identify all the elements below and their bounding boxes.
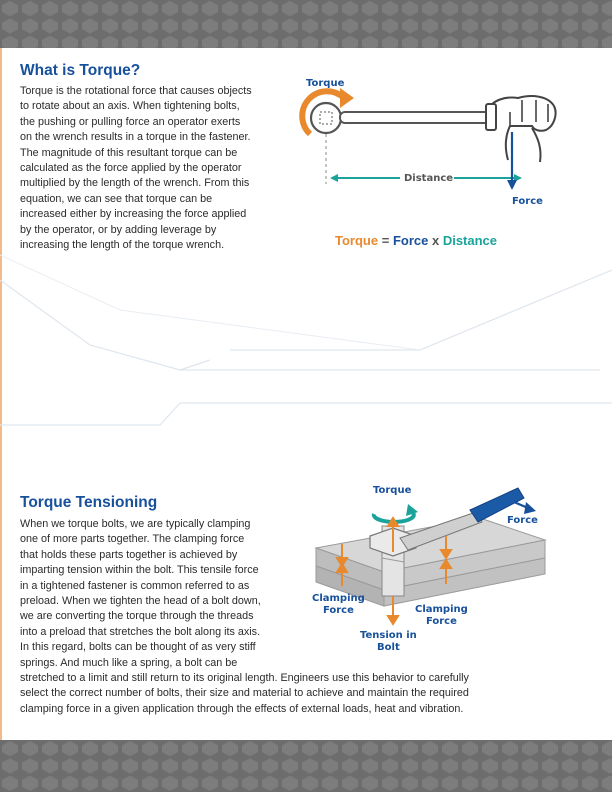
label-line: Force (425, 616, 457, 627)
clamping-left-arrows (335, 544, 349, 586)
tension-down-arrow (386, 596, 400, 626)
paragraph-line: one of more parts together. The clamping… (20, 533, 245, 546)
paragraph-line: The magnitude of this resultant torque c… (20, 146, 238, 159)
formula-equals: = (381, 233, 390, 248)
label-line: Tension in (360, 630, 417, 641)
label-line: Bolt (377, 642, 400, 653)
hand-icon (485, 95, 557, 163)
paragraph-line: we are converting the torque through the… (20, 610, 254, 623)
paragraph-line: preload. When we tighten the head of a b… (20, 595, 261, 608)
footer-hex-band (0, 740, 612, 792)
formula-torque: Torque (335, 233, 379, 248)
section-title-torque-tensioning: Torque Tensioning (20, 494, 158, 511)
paragraph-line: equation, we can see that torque can be (20, 192, 213, 205)
formula-times: x (431, 233, 440, 248)
label-line: Clamping (415, 604, 468, 615)
section-title-what-is-torque: What is Torque? (20, 62, 141, 79)
paragraph-line: select the correct number of bolts, thei… (20, 687, 469, 700)
rotation-arrow-icon (371, 504, 418, 524)
paragraph-line: multiplied by the length of the wrench. … (20, 177, 250, 190)
distance-label: Distance (404, 173, 454, 184)
paragraph-line: in a tightened fastener is common referr… (20, 579, 250, 592)
paragraph-line: the pushing or pulling force an operator… (20, 115, 241, 128)
torque-formula: Torque = Force x Distance (335, 233, 497, 248)
paragraph-line: clamping force in a given application th… (20, 702, 464, 715)
paragraph-line: imparting tension within the bolt. This … (20, 564, 259, 577)
clamping-right-arrows (439, 536, 453, 584)
paragraph-line: When we torque bolts, we are typically c… (20, 518, 251, 530)
wrench-icon (309, 101, 491, 135)
paragraph-line: In this regard, bolts can be thought of … (20, 641, 256, 654)
wrench-icon (399, 487, 525, 551)
paragraph-line: Torque is the rotational force that caus… (20, 85, 252, 97)
paragraph-line: on the wrench results in a torque in the… (20, 131, 251, 144)
section2-paragraph: When we torque bolts, we are typically c… (20, 517, 469, 717)
force-arrow (507, 132, 517, 190)
label-line: Force (322, 605, 354, 616)
torque-wrench-diagram (299, 88, 557, 190)
paragraph-line: calculated as the force applied by the o… (20, 162, 242, 175)
torque-up-arrow (386, 516, 400, 552)
plate-icon (314, 517, 547, 607)
left-accent-rule (0, 48, 2, 740)
torque-label-2: Torque (373, 485, 412, 496)
distance-arrow (330, 171, 522, 185)
paragraph-line: into a preload that stretches the bolt a… (20, 625, 261, 638)
torque-label: Torque (306, 78, 345, 89)
rotation-arrow-icon (299, 88, 354, 137)
tension-in-bolt-label: Tension in Bolt (360, 630, 417, 654)
bolt-tensioning-diagram (314, 487, 547, 626)
clamping-force-left-label: Clamping Force (312, 593, 365, 617)
paragraph-line: that holds these parts together is achie… (20, 548, 238, 561)
paragraph-line: to rotate about an axis. When tightening… (20, 100, 240, 113)
paragraph-line: by the operator, or by adding leverage b… (20, 223, 217, 236)
force-arrow (513, 500, 536, 514)
header-hex-band (0, 0, 612, 48)
force-label: Force (512, 196, 543, 207)
section1-paragraph: Torque is the rotational force that caus… (20, 84, 252, 253)
formula-force: Force (392, 233, 429, 248)
paragraph-line: increased either by increasing the force… (20, 208, 247, 221)
paragraph-line: springs. And much like a spring, a bolt … (20, 656, 238, 669)
background-chevron-lines (0, 254, 612, 371)
clamping-force-right-label: Clamping Force (415, 604, 468, 628)
paragraph-line: stretched to a limit and still return to… (20, 672, 469, 685)
background-line-2 (0, 402, 612, 426)
paragraph-line: increasing the length of the torque wren… (20, 239, 225, 252)
force-label-2: Force (507, 515, 538, 526)
label-line: Clamping (312, 593, 365, 604)
formula-distance: Distance (442, 233, 498, 248)
